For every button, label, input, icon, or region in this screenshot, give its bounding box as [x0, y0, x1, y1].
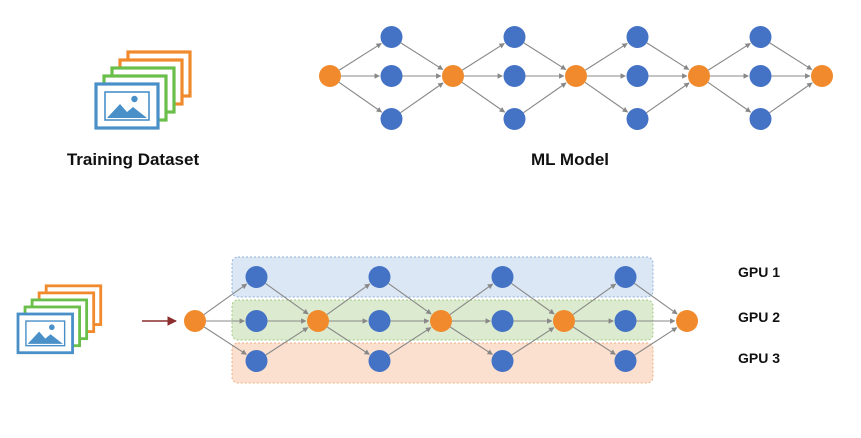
hidden-node — [245, 350, 268, 372]
network-edge — [769, 42, 813, 71]
gpu-3-band — [231, 342, 654, 384]
network-edge — [461, 81, 506, 113]
network-edge — [326, 283, 371, 316]
sun-icon — [49, 324, 55, 331]
network-edge — [265, 282, 309, 315]
network-edge — [388, 282, 432, 315]
hidden-node — [626, 26, 649, 48]
ml-model-network — [319, 26, 833, 130]
gpu-3-label: GPU 3 — [738, 350, 780, 366]
hidden-node — [380, 65, 403, 87]
network-edge — [769, 82, 813, 114]
network-edge — [400, 42, 444, 71]
network-edge — [634, 282, 678, 315]
input-dataset-stack — [16, 284, 103, 355]
hidden-node — [614, 310, 637, 332]
network-edge — [707, 42, 751, 71]
network-nodes — [184, 266, 698, 372]
gpu-1-label: GPU 1 — [738, 264, 780, 280]
hidden-node — [749, 65, 772, 87]
network-edges — [203, 282, 678, 356]
network-edge — [572, 326, 616, 355]
network-edge — [523, 82, 567, 114]
gpu-1-band — [231, 256, 654, 298]
hidden-node — [614, 350, 637, 372]
hidden-node — [368, 350, 391, 372]
hidden-node — [503, 108, 526, 130]
hidden-node — [503, 26, 526, 48]
gpu-2-label: GPU 2 — [738, 309, 780, 325]
network-edge — [338, 42, 382, 71]
network-edge — [572, 283, 617, 316]
mountain-icon — [107, 104, 147, 118]
hidden-node — [368, 310, 391, 332]
hidden-node — [368, 266, 391, 288]
hidden-node — [503, 65, 526, 87]
network-edge — [646, 42, 690, 71]
hidden-node — [749, 108, 772, 130]
hidden-node — [380, 108, 403, 130]
hidden-node — [245, 310, 268, 332]
network-edge — [388, 327, 432, 356]
network-edge — [707, 81, 752, 113]
network-edge — [338, 81, 383, 113]
hidden-node — [491, 350, 514, 372]
network-edge — [634, 327, 678, 356]
network-edge — [511, 327, 555, 356]
hub-node — [676, 310, 698, 332]
hub-node — [430, 310, 452, 332]
hub-node — [442, 65, 464, 87]
hub-node — [319, 65, 341, 87]
sun-icon — [131, 95, 138, 103]
network-edge — [461, 42, 505, 71]
image-frame-icon — [104, 91, 150, 121]
hub-node — [307, 310, 329, 332]
hidden-node — [749, 26, 772, 48]
network-edge — [523, 42, 567, 71]
hidden-node — [491, 310, 514, 332]
network-edge — [584, 42, 628, 71]
hub-node — [553, 310, 575, 332]
network-edge — [326, 326, 370, 355]
image-frame-icon — [25, 320, 66, 347]
ml-model-caption: ML Model — [531, 150, 609, 169]
hidden-node — [491, 266, 514, 288]
hidden-node — [626, 65, 649, 87]
hidden-node — [614, 266, 637, 288]
training-dataset-stack — [94, 50, 192, 130]
network-edge — [203, 326, 247, 355]
network-edge — [511, 282, 555, 315]
network-edge — [400, 82, 444, 114]
hub-node — [184, 310, 206, 332]
hidden-node — [245, 266, 268, 288]
network-nodes — [319, 26, 833, 130]
mountain-icon — [27, 331, 63, 344]
network-edge — [265, 327, 309, 356]
hub-node — [811, 65, 833, 87]
partitioned-model-network — [184, 266, 698, 372]
network-edge — [449, 283, 494, 316]
hub-node — [688, 65, 710, 87]
hidden-node — [380, 26, 403, 48]
network-edge — [646, 82, 690, 114]
hidden-node — [626, 108, 649, 130]
training-dataset-caption: Training Dataset — [67, 150, 200, 169]
network-edge — [203, 283, 248, 316]
hub-node — [565, 65, 587, 87]
network-edge — [449, 326, 493, 355]
network-edges — [338, 42, 813, 114]
network-edge — [584, 81, 629, 113]
